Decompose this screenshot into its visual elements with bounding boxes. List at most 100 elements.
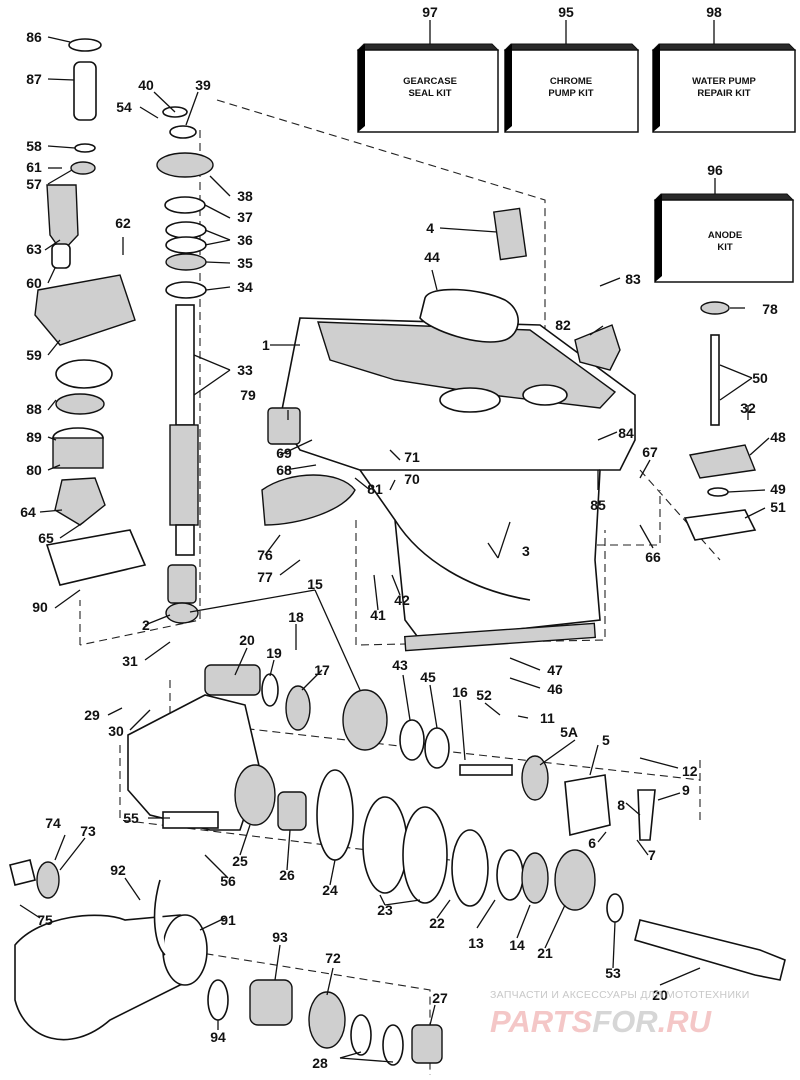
part-number: 8 <box>617 797 625 813</box>
part-number: 17 <box>314 662 330 678</box>
part-number: 64 <box>20 504 36 520</box>
kit-98-line2: REPAIR KIT <box>697 88 750 99</box>
part-number: 5 <box>602 732 610 748</box>
part-number: 91 <box>220 912 236 928</box>
part-number: 6 <box>588 835 596 851</box>
grommet-44 <box>419 288 519 343</box>
part-number: 71 <box>404 449 420 465</box>
part-number: 29 <box>84 707 100 723</box>
watermark-logo: PARTSFOR.RU <box>490 1004 713 1039</box>
part-number: 77 <box>257 569 273 585</box>
part-number: 73 <box>80 823 96 839</box>
watermark: ЗАПЧАСТИ И АКСЕССУАРЫ ДЛЯ МОТОТЕХНИКИ PA… <box>490 989 750 1039</box>
part-number: 14 <box>509 937 525 953</box>
part-number: 92 <box>110 862 126 878</box>
part-number: 97 <box>422 4 438 20</box>
part-number: 20 <box>652 987 668 1003</box>
part-number: 7 <box>648 847 656 863</box>
part-number: 47 <box>547 662 563 678</box>
part-number: 65 <box>38 530 54 546</box>
part-number: 32 <box>740 400 756 416</box>
part-number: 40 <box>138 77 154 93</box>
part-number: 20 <box>239 632 255 648</box>
part-number: 78 <box>762 301 778 317</box>
part-number: 96 <box>707 162 723 178</box>
kit-box-95: CHROME PUMP KIT <box>503 43 640 133</box>
part-number: 21 <box>537 945 553 961</box>
part-number: 30 <box>108 723 124 739</box>
part-number: 89 <box>26 429 42 445</box>
part-number: 98 <box>706 4 722 20</box>
part-number: 54 <box>116 99 132 115</box>
part-number: 59 <box>26 347 42 363</box>
part-number: 53 <box>605 965 621 981</box>
part-number: 42 <box>394 592 410 608</box>
part-number: 28 <box>312 1055 328 1071</box>
part-number: 83 <box>625 271 641 287</box>
part-number: 94 <box>210 1029 226 1045</box>
part-number: 88 <box>26 401 42 417</box>
part-number: 12 <box>682 763 698 779</box>
part-number: 81 <box>367 481 383 497</box>
part-number: 43 <box>392 657 408 673</box>
part-number: 58 <box>26 138 42 154</box>
part-number: 87 <box>26 71 42 87</box>
watermark-logo-part2: FOR <box>592 1004 658 1039</box>
part-number: 61 <box>26 159 42 175</box>
part-number: 67 <box>642 444 658 460</box>
part-number: 60 <box>26 275 42 291</box>
part-number: 62 <box>115 215 131 231</box>
part-number: 38 <box>237 188 253 204</box>
trim-tab-82 <box>574 324 621 371</box>
part-number: 22 <box>429 915 445 931</box>
part-number: 2 <box>142 617 150 633</box>
watermark-logo-part3: .RU <box>658 1004 713 1039</box>
part-number: 44 <box>424 249 440 265</box>
part-number: 84 <box>618 425 634 441</box>
part-number: 45 <box>420 669 436 685</box>
part-number: 68 <box>276 462 292 478</box>
part-number: 95 <box>558 4 574 20</box>
part-number: 9 <box>682 782 690 798</box>
part-number: 52 <box>476 687 492 703</box>
part-number: 72 <box>325 950 341 966</box>
part-number: 80 <box>26 462 42 478</box>
part-number: 18 <box>288 609 304 625</box>
part-number: 50 <box>752 370 768 386</box>
plate-76 <box>261 474 356 526</box>
part-number: 74 <box>45 815 61 831</box>
part-number-labels: 97 95 98 96 1 2 3 4 5 5A 6 7 8 9 11 12 1… <box>20 4 786 1071</box>
part-number: 76 <box>257 547 273 563</box>
part-number: 46 <box>547 681 563 697</box>
prop-shaft-assembly <box>127 664 786 981</box>
part-number: 86 <box>26 29 42 45</box>
part-number: 31 <box>122 653 138 669</box>
part-number: 27 <box>432 990 448 1006</box>
kit-box-97: GEARCASE SEAL KIT <box>356 43 500 133</box>
part-number: 19 <box>266 645 282 661</box>
part-number: 34 <box>237 279 253 295</box>
kit-97-line2: SEAL KIT <box>408 88 451 99</box>
part-number: 63 <box>26 241 42 257</box>
part-number: 51 <box>770 499 786 515</box>
watermark-tagline: ЗАПЧАСТИ И АКСЕССУАРЫ ДЛЯ МОТОТЕХНИКИ <box>490 989 750 1001</box>
kit-96-line1: ANODE <box>708 230 742 241</box>
leader-lines <box>19 20 770 1063</box>
part-number: 36 <box>237 232 253 248</box>
kit-97-line1: GEARCASE <box>403 76 457 87</box>
part-number: 1 <box>262 337 270 353</box>
part-number: 39 <box>195 77 211 93</box>
part-number: 37 <box>237 209 253 225</box>
part-number: 33 <box>237 362 253 378</box>
part-number: 82 <box>555 317 571 333</box>
part-number: 41 <box>370 607 386 623</box>
kit-box-98: WATER PUMP REPAIR KIT <box>651 43 797 133</box>
kit-95-line2: PUMP KIT <box>548 88 593 99</box>
gearcase-housing <box>279 317 636 652</box>
part-number: 56 <box>220 873 236 889</box>
part-number: 11 <box>540 710 555 726</box>
part-number: 79 <box>240 387 256 403</box>
part-number: 70 <box>404 471 420 487</box>
part-number: 35 <box>237 255 253 271</box>
